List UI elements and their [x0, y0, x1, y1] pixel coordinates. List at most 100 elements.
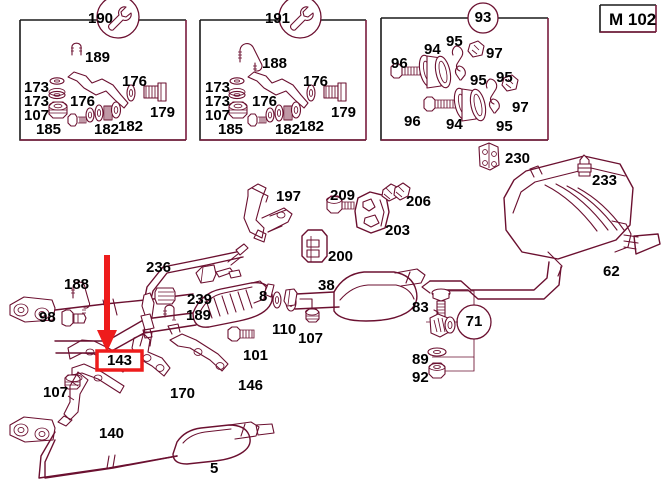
part-number-label: 95 [496, 69, 513, 86]
part-number-label: 206 [406, 193, 432, 210]
part-203-mount [354, 191, 390, 234]
part-number-label: 101 [243, 347, 269, 364]
part-number-label: 95 [446, 33, 463, 50]
part-number-label: 230 [505, 150, 531, 167]
part-97-clip-upper [467, 40, 485, 58]
part-173-washer-c [229, 77, 245, 85]
part-182-spacers-2 [265, 101, 302, 123]
part-number-label: 239 [187, 291, 213, 308]
part-179-bolt [143, 82, 167, 102]
engine-badge-text: M 102 [609, 10, 657, 29]
part-number-label: 173 [205, 79, 231, 96]
part-number-label: 5 [210, 460, 219, 477]
part-number-label: 38 [318, 277, 335, 294]
part-number-label: 190 [88, 10, 114, 27]
part-173-washer-b [48, 90, 66, 100]
part-number-label: 191 [265, 10, 291, 27]
part-number-label: 185 [218, 121, 244, 138]
part-176-bracket-2 [247, 71, 309, 109]
part-number-label: 107 [298, 330, 324, 347]
part-92-nut [428, 362, 446, 379]
part-176-washer [126, 84, 136, 102]
part-number-label: 179 [331, 104, 357, 121]
part-95-clip-upper-a [451, 45, 464, 72]
part-107-nut-2 [228, 101, 248, 119]
part-number-label: 83 [412, 299, 429, 316]
part-number-label: 96 [391, 55, 408, 72]
part-number-label: 89 [412, 351, 429, 368]
part-173-washer-a [49, 77, 65, 85]
part-number-label: 182 [118, 118, 144, 135]
part-83-bolt [431, 288, 451, 318]
engine-badge-box [599, 4, 657, 33]
part-185-bolt-2 [247, 113, 267, 127]
part-107-nut [48, 101, 68, 119]
part-number-label: 185 [36, 121, 62, 138]
wrench-icon-191 [278, 0, 322, 39]
highlight-part-number: 143 [106, 352, 133, 369]
part-97-clip-lower [501, 74, 519, 92]
wrench-icon-190 [96, 0, 140, 39]
part-89-washer [427, 347, 447, 357]
part-number-label: 188 [64, 276, 90, 293]
part-number-label: 179 [150, 104, 176, 121]
part-number-label: 95 [470, 72, 487, 89]
highlight-arrow [97, 255, 117, 352]
part-182-spacers [85, 101, 122, 123]
part-number-label: 197 [276, 188, 302, 205]
part-number-label: 97 [486, 45, 503, 62]
highlight-box-143 [95, 349, 144, 372]
part-number-label: 92 [412, 369, 429, 386]
part-71-clamp [429, 309, 456, 338]
part-number-label: 173 [24, 79, 50, 96]
part-95-clip-lower-b [488, 98, 500, 114]
part-number-label: 233 [592, 172, 618, 189]
part-number-label: 110 [272, 321, 297, 338]
oxygen-sensor-236 [140, 243, 249, 339]
part-96-bolt-lower [423, 96, 458, 112]
part-number-label: 182 [299, 118, 325, 135]
part-number-label: 95 [496, 118, 513, 135]
part-179-bolt-2 [323, 82, 347, 102]
part-number-label: 188 [262, 55, 288, 72]
part-number-label: 182 [94, 121, 120, 138]
part-188-hook-main [71, 281, 91, 314]
callout-label-71: 71 [465, 313, 483, 330]
bracket-group [57, 323, 229, 427]
part-95-clip-upper-b [454, 65, 466, 81]
callout-circle-93 [467, 2, 499, 34]
part-number-label: 189 [85, 49, 111, 66]
part-173-washer-d [228, 90, 246, 100]
part-209-bolt [326, 195, 355, 214]
part-176-bracket [67, 71, 129, 109]
part-number-label: 173 [24, 93, 50, 110]
part-189-shape [71, 42, 82, 56]
part-number-label: 173 [205, 93, 231, 110]
part-number-label: 189 [186, 307, 212, 324]
part-number-label: 62 [603, 263, 620, 280]
part-239-sensor [140, 287, 176, 339]
part-number-label: 176 [252, 93, 278, 110]
detail-box-190 [19, 0, 187, 141]
part-189-hook-main [163, 304, 176, 321]
part-94-bushing-lower [453, 87, 487, 122]
part-number-label: 236 [146, 259, 172, 276]
part-197-bracket [243, 183, 293, 243]
part-number-label: 94 [424, 41, 441, 58]
part-number-label: 170 [170, 385, 196, 402]
part-number-label: 203 [385, 222, 411, 239]
lower-pipe-assembly-5 [9, 416, 275, 479]
part-number-label: 98 [39, 309, 56, 326]
part-number-label: 107 [43, 384, 69, 401]
part-number-label: 96 [404, 113, 421, 130]
part-number-label: 94 [446, 116, 463, 133]
part-95-clip-lower-a [485, 78, 498, 105]
part-number-label: 8 [259, 288, 268, 305]
part-number-label: 107 [205, 107, 231, 124]
callout-71-group [426, 288, 492, 379]
part-94-bushing-upper [418, 54, 452, 89]
part-number-label: 176 [70, 93, 96, 110]
part-number-label: 176 [303, 73, 329, 90]
